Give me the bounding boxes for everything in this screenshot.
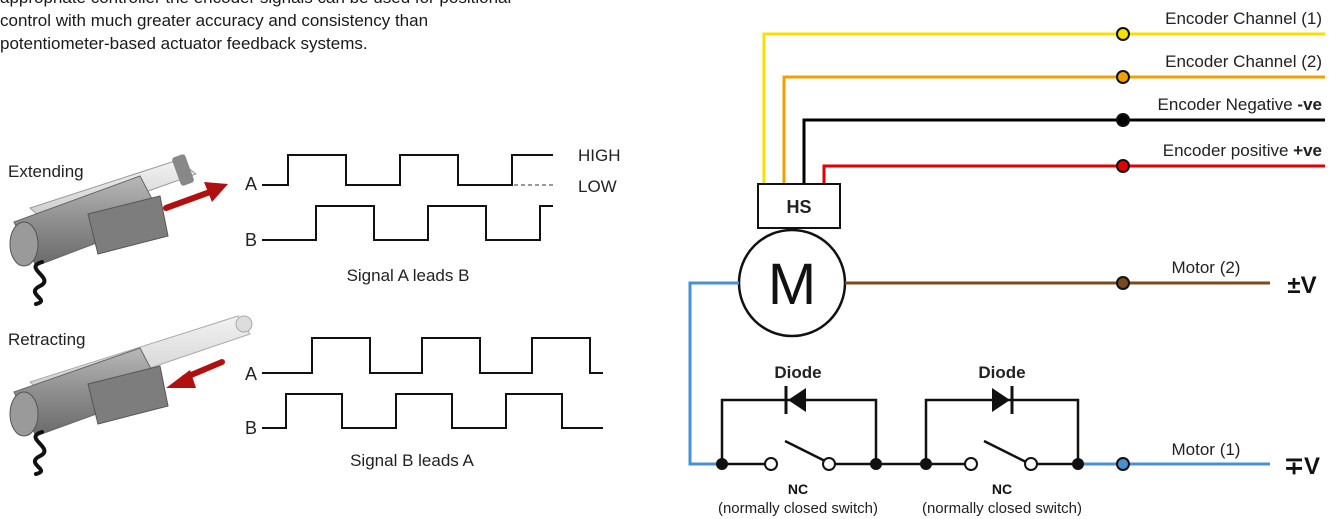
extending-arrow (163, 182, 228, 211)
motor-label: M (768, 252, 816, 317)
switch-2-abbr: NC (992, 481, 1012, 497)
extending-signal-b (262, 205, 553, 241)
retracting-arrow (166, 359, 225, 388)
switch-2-desc: (normally closed switch) (922, 500, 1082, 517)
diode-1-label: Diode (774, 363, 821, 382)
terminal-encoder-channel-1 (1116, 27, 1130, 41)
limit-switch-1: Diode NC (normally closed switch) (716, 363, 882, 517)
label-encoder-channel-1: Encoder Channel (1) (1165, 9, 1322, 28)
low-label: LOW (578, 177, 617, 196)
limit-switch-2: Diode NC (normally closed switch) (920, 363, 1084, 517)
wire-encoder-positive (822, 164, 1325, 184)
diode-2-label: Diode (978, 363, 1025, 382)
high-label: HIGH (578, 146, 621, 165)
switch-1-abbr: NC (788, 481, 808, 497)
extending-signal-a (262, 154, 553, 186)
terminal-motor-1 (1116, 457, 1130, 471)
retracting-channel-b: B (245, 418, 257, 438)
wire-encoder-channel-2 (782, 75, 1325, 184)
hall-sensor-label: HS (786, 197, 811, 217)
intro-line-2: control with much greater accuracy and c… (0, 11, 429, 30)
label-motor-1: Motor (1) (1172, 440, 1241, 459)
terminal-encoder-channel-2 (1116, 70, 1130, 84)
wiring-diagram: Encoder Channel (1) Encoder Channel (2) … (688, 9, 1325, 517)
label-motor-2: Motor (2) (1172, 258, 1241, 277)
extending-channel-a: A (245, 174, 257, 194)
terminal-encoder-positive (1116, 159, 1130, 173)
retracting-channel-a: A (245, 364, 257, 384)
label-mp-voltage: ∓V (1284, 453, 1320, 480)
extending-section: Extending A B HIGH LOW Signal A leads B (8, 146, 621, 306)
intro-line-3: potentiometer-based actuator feedback sy… (0, 34, 368, 53)
terminal-motor-2 (1116, 276, 1130, 290)
extending-actuator-image (9, 154, 198, 306)
terminal-encoder-negative (1116, 113, 1130, 127)
retracting-label: Retracting (8, 330, 85, 349)
retracting-caption: Signal B leads A (350, 451, 474, 470)
switch-1-blade (784, 439, 828, 464)
intro-line-1: appropriate controller the encoder signa… (0, 0, 640, 9)
wire-encoder-negative (802, 118, 1325, 184)
label-encoder-channel-2: Encoder Channel (2) (1165, 52, 1322, 71)
retracting-signal-b (262, 393, 603, 429)
wire-encoder-channel-1 (762, 32, 1325, 184)
diode-1-symbol (788, 388, 806, 412)
intro-text: appropriate controller the encoder signa… (0, 0, 640, 55)
label-pm-voltage: ±V (1287, 272, 1316, 299)
label-encoder-negative: Encoder Negative -ve (1158, 95, 1322, 114)
label-encoder-positive: Encoder positive +ve (1163, 141, 1322, 160)
diode-2-symbol (992, 388, 1010, 412)
extending-label: Extending (8, 162, 84, 181)
switch-1-desc: (normally closed switch) (718, 500, 878, 517)
retracting-section: Retracting A B Signal B leads A (8, 315, 603, 476)
switch-2-blade (983, 439, 1027, 464)
retracting-actuator-image (9, 315, 253, 476)
extending-channel-b: B (245, 230, 257, 250)
extending-caption: Signal A leads B (347, 266, 470, 285)
hall-sensor-box (757, 183, 841, 229)
retracting-signal-a (262, 337, 603, 374)
wire-motor-1-return (688, 281, 739, 466)
